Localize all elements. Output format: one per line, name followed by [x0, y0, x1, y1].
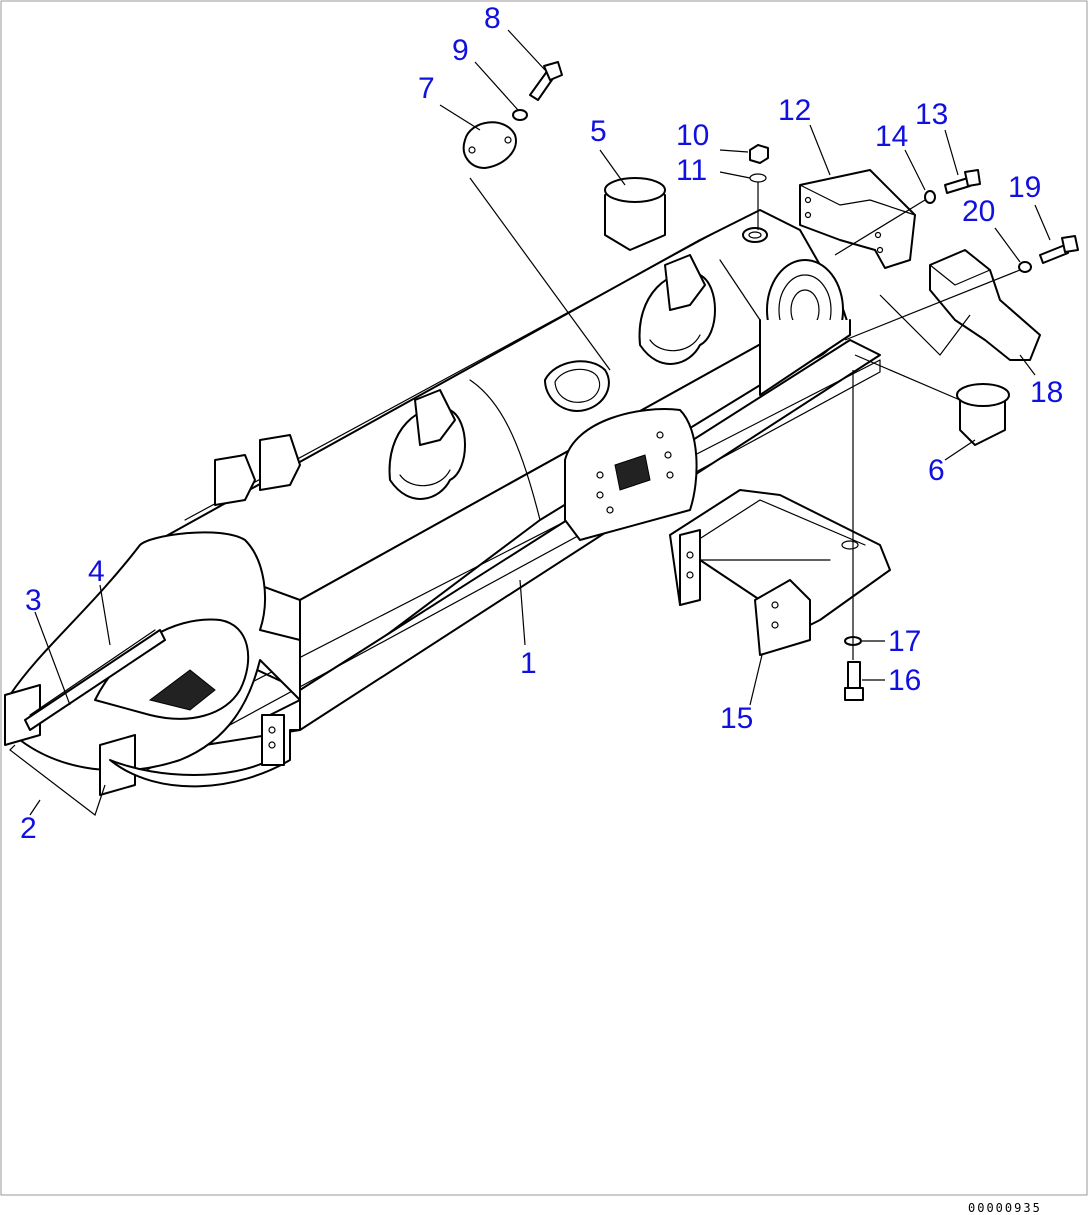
nut-10	[749, 144, 769, 164]
callout-13: 13	[915, 98, 948, 131]
callout-20: 20	[962, 195, 995, 228]
callout-12: 12	[778, 94, 811, 127]
bolt-8	[529, 61, 563, 101]
callout-17: 17	[888, 625, 921, 658]
callout-18: 18	[1030, 376, 1063, 409]
callout-10: 10	[676, 119, 709, 152]
leader-lines	[9, 29, 1051, 816]
washer-20	[1018, 261, 1032, 273]
washer-11	[749, 173, 767, 183]
callout-9: 9	[452, 34, 469, 67]
bolt-13	[944, 169, 981, 194]
cover-7	[462, 121, 517, 169]
callout-15: 15	[720, 702, 753, 735]
callout-labels: 1 2 3 4 5 6 7 8 9 10 11 12 13 14 15 16 1…	[20, 2, 1063, 845]
callout-5: 5	[590, 115, 607, 148]
bushing-5	[604, 177, 666, 251]
callout-1: 1	[520, 647, 537, 680]
track-guard	[669, 489, 891, 656]
cover-18	[929, 249, 1041, 361]
callout-8: 8	[484, 2, 501, 35]
callout-11: 11	[676, 154, 707, 187]
callout-19: 19	[1008, 171, 1041, 204]
washer-14	[924, 190, 936, 204]
bolt-19	[1039, 235, 1079, 264]
callout-3: 3	[25, 584, 42, 617]
track-frame	[4, 209, 881, 796]
callout-4: 4	[88, 555, 105, 588]
bolt-16	[844, 661, 864, 701]
callout-6: 6	[928, 454, 945, 487]
callout-16: 16	[888, 664, 921, 697]
drawing-number: 00000935	[968, 1201, 1042, 1215]
callout-14: 14	[875, 120, 908, 153]
plate-12	[799, 169, 916, 269]
callout-7: 7	[418, 72, 435, 105]
washer-9	[512, 109, 528, 121]
bushing-6	[956, 383, 1010, 446]
callout-2: 2	[20, 812, 37, 845]
